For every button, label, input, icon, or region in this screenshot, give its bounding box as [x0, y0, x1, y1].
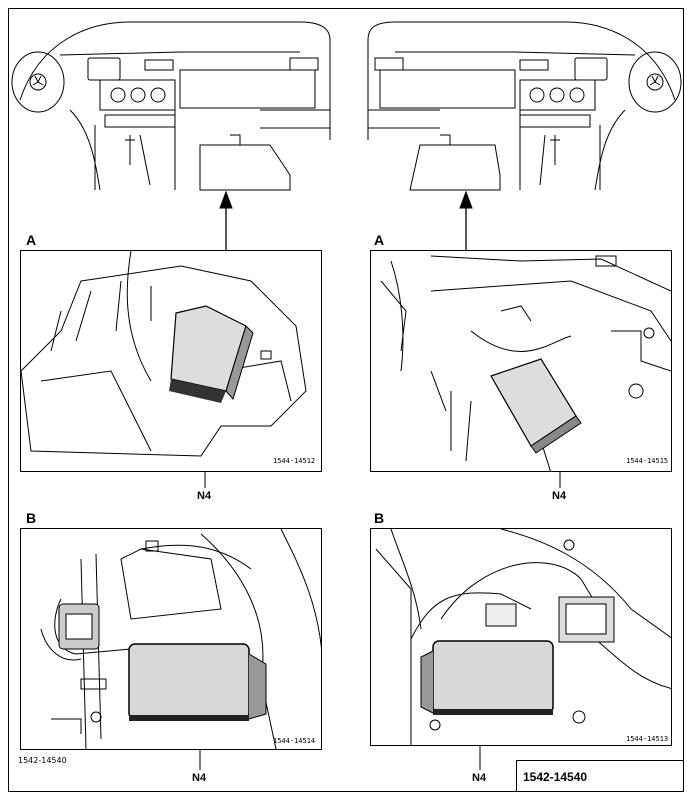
photo-code-a-left: 1544-14512	[273, 457, 316, 465]
photo-a-left: 1544-14512	[20, 250, 322, 472]
part-label-n4-b-left: N4	[192, 772, 207, 784]
section-label-a-right: A	[374, 232, 385, 248]
control-unit-n4-a-right	[490, 358, 582, 454]
figure-caption-left: 1542-14540	[18, 756, 67, 765]
section-label-a-left: A	[26, 232, 37, 248]
photo-b-left: 1544-14514	[20, 528, 322, 750]
section-label-b-right: B	[374, 510, 385, 526]
arrow-right	[459, 190, 473, 250]
control-unit-n4-a-left	[169, 305, 254, 403]
part-label-n4-a-right: N4	[552, 490, 567, 502]
part-label-n4-b-right: N4	[472, 772, 487, 784]
photo-code-a-right: 1544-14515	[626, 457, 669, 465]
photo-code-b-left: 1544-14514	[273, 737, 316, 745]
figure-reference-box: 1542-14540	[516, 760, 684, 792]
figure-frame	[8, 8, 684, 792]
photo-b-right: 1544-14513	[370, 528, 672, 746]
control-unit-n4-b-right	[420, 640, 554, 715]
plug-connector-b-left	[58, 603, 100, 650]
section-label-b-left: B	[26, 510, 37, 526]
photo-code-b-right: 1544-14513	[626, 735, 669, 743]
control-unit-n4-b-left	[128, 643, 267, 721]
right-dashboard-drawing	[367, 21, 682, 191]
left-dashboard-drawing	[11, 21, 331, 191]
figure-reference-number: 1542-14540	[523, 770, 588, 784]
relay-box-b-right	[558, 596, 615, 643]
part-label-n4-a-left: N4	[197, 490, 212, 502]
photo-a-right: 1544-14515	[370, 250, 672, 472]
arrow-left	[219, 190, 233, 250]
